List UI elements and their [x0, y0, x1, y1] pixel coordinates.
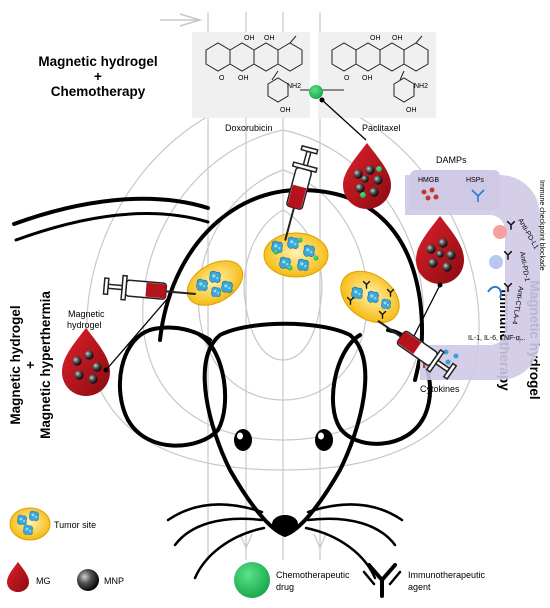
mouse-eye-right	[315, 429, 333, 451]
label-doxorubicin: Doxorubicin	[225, 123, 273, 133]
pac-nh2: NH2	[414, 83, 428, 90]
dox-oh-2: OH	[264, 35, 275, 42]
legend-tumor-site: Tumor site	[54, 520, 96, 530]
mouse-head	[202, 321, 368, 537]
dox-oh-4: OH	[280, 107, 291, 114]
mouse-tail	[12, 196, 210, 226]
pac-oh-1: OH	[370, 35, 381, 42]
syringe-right	[377, 319, 458, 380]
dox-oh-3: OH	[238, 75, 249, 82]
heading-hyper-line1: Magnetic hydrogel	[8, 305, 23, 424]
label-hsps: HSPs	[466, 177, 484, 184]
tumor-site-left	[186, 260, 244, 306]
label-cytokine-list: IL-1, IL-6, TNF-α...	[468, 335, 526, 342]
hmgb-dots	[421, 187, 439, 201]
mouse-eye-left	[234, 429, 252, 451]
pac-oh-3: OH	[362, 75, 373, 82]
arrow-paclitaxel-to-drop	[321, 99, 367, 141]
tumor-site-top	[263, 232, 329, 278]
drug-link-green	[309, 85, 323, 99]
label-hmgb: HMGB	[418, 177, 439, 184]
label-magnetic: Magnetic	[68, 309, 105, 319]
legend-drug-line2: drug	[276, 582, 294, 592]
dox-o-1: O	[219, 75, 225, 82]
label-hydrogel: hydrogel	[67, 320, 102, 330]
legend: Tumor site MG MNP Chemotherapeutic drug …	[7, 507, 486, 598]
doxorubicin-structure	[205, 35, 303, 103]
heading-chemo-line1: Magnetic hydrogel	[38, 54, 157, 69]
heading-hyper-plus: +	[23, 361, 38, 369]
label-immune-checkpoint: Immune checkpoint blockade	[538, 180, 545, 271]
arrow-drop-to-syringe-left	[105, 297, 169, 371]
label-paclitaxel: Paclitaxel	[362, 123, 401, 133]
dox-oh-1: OH	[244, 35, 255, 42]
label-cytokines: Cytokines	[420, 384, 460, 394]
heading-chemo-line2: Chemotherapy	[51, 84, 146, 99]
legend-mg: MG	[36, 576, 51, 586]
legend-agent-line1: Immunotherapeutic	[408, 570, 486, 580]
heading-hyperthermia: Magnetic hydrogel + Magnetic hyperthermi…	[8, 291, 53, 439]
pac-o-1: O	[344, 75, 350, 82]
tumor-site-right	[340, 270, 400, 324]
pac-oh-2: OH	[392, 35, 403, 42]
legend-mg-icon	[7, 562, 29, 592]
mouse-nose	[272, 515, 298, 533]
syringe-top	[284, 144, 319, 241]
anti-pd1-icon	[489, 250, 513, 269]
mouse-ear-left	[117, 328, 228, 448]
hydrogel-drop-chemo	[343, 143, 391, 209]
hydrogel-drop-hyperthermia	[62, 328, 110, 396]
heading-chemo-plus: +	[94, 69, 102, 84]
immune-arc-band	[405, 175, 540, 380]
pac-oh-4: OH	[406, 107, 417, 114]
legend-tumor-site-icon	[9, 507, 51, 541]
legend-agent-line2: agent	[408, 582, 431, 592]
syringe-left	[102, 274, 196, 301]
anti-ctla4-icon	[487, 282, 513, 299]
hsps-icon	[471, 189, 485, 202]
anti-pdl1-icon	[493, 220, 516, 239]
legend-drug-line1: Chemotherapeutic	[276, 570, 350, 580]
mouse-whiskers	[166, 503, 404, 580]
molecules-panel: OH OH O OH NH2 OH OH OH O OH NH2 OH	[192, 32, 436, 118]
label-damps: DAMPs	[436, 155, 467, 165]
paclitaxel-structure	[331, 35, 429, 103]
legend-mnp: MNP	[104, 576, 124, 586]
legend-antibody-icon	[362, 563, 402, 598]
mouse-face	[166, 429, 404, 580]
hydrogel-drop-immuno	[416, 216, 464, 284]
legend-drug-icon	[234, 562, 270, 598]
arrow-drop-to-syringe-right	[413, 284, 441, 337]
immune-panel: DAMPs HMGB HSPs Anti-PD-L1 Anti-PD-1 Ant…	[405, 155, 545, 394]
heading-hyper-line2: Magnetic hyperthermia	[38, 291, 53, 439]
legend-mnp-icon	[77, 569, 99, 591]
dox-nh2: NH2	[287, 83, 301, 90]
